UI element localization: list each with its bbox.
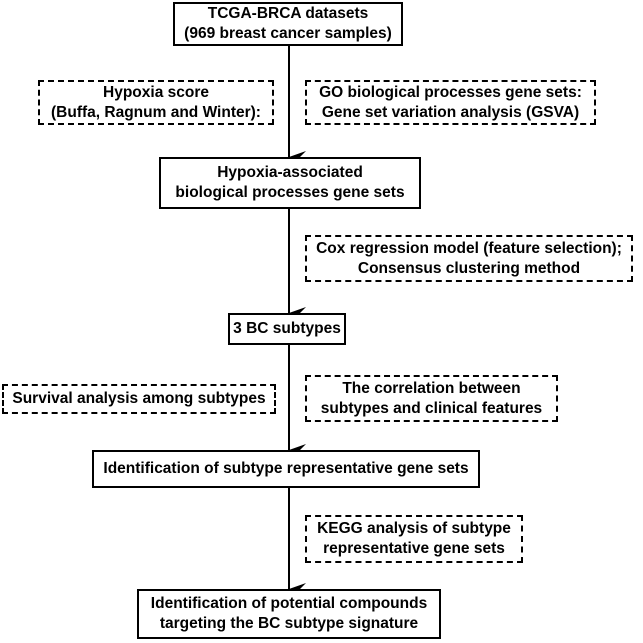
kegg-line1: KEGG analysis of subtype [317, 520, 511, 537]
correlation-line2: subtypes and clinical features [320, 399, 543, 417]
subtypes-line1: 3 BC subtypes [233, 320, 341, 337]
gsva-line1: GO biological processes gene sets: [319, 83, 582, 101]
cox-box: Cox regression model (feature selection)… [305, 235, 633, 282]
hypoxia-score-line2: (Buffa, Ragnum and Winter): [51, 103, 261, 121]
dataset-line2: (969 breast cancer samples) [184, 25, 392, 42]
representative-box: Identification of subtype representative… [92, 450, 480, 488]
cox-line1: Cox regression model (feature selection)… [316, 239, 622, 257]
kegg-box: KEGG analysis of subtype representative … [305, 515, 523, 563]
correlation-box: The correlation between subtypes and cli… [305, 375, 558, 422]
gsva-line2: Gene set variation analysis (GSVA) [321, 103, 580, 121]
gsva-box: GO biological processes gene sets: Gene … [305, 80, 596, 125]
hypoxia-sets-box: Hypoxia-associated biological processes … [159, 157, 421, 209]
survival-line1: Survival analysis among subtypes [12, 390, 266, 407]
hypoxia-score-box: Hypoxia score (Buffa, Ragnum and Winter)… [38, 80, 274, 125]
representative-line1: Identification of subtype representative… [103, 460, 469, 477]
cox-line2: Consensus clustering method [357, 259, 581, 277]
hypoxia-score-line1: Hypoxia score [103, 83, 209, 101]
compounds-box: Identification of potential compounds ta… [137, 589, 441, 639]
compounds-line1: Identification of potential compounds [150, 595, 428, 612]
subtypes-box: 3 BC subtypes [228, 313, 346, 345]
dataset-line1: TCGA-BRCA datasets [207, 5, 369, 22]
survival-box: Survival analysis among subtypes [2, 384, 276, 414]
correlation-line1: The correlation between [342, 379, 521, 397]
compounds-line2: targeting the BC subtype signature [159, 615, 419, 632]
dataset-box: TCGA-BRCA datasets (969 breast cancer sa… [173, 2, 403, 46]
hypoxia-sets-line1: Hypoxia-associated [217, 164, 363, 181]
kegg-line2: representative gene sets [323, 540, 505, 557]
hypoxia-sets-line2: biological processes gene sets [175, 184, 405, 201]
